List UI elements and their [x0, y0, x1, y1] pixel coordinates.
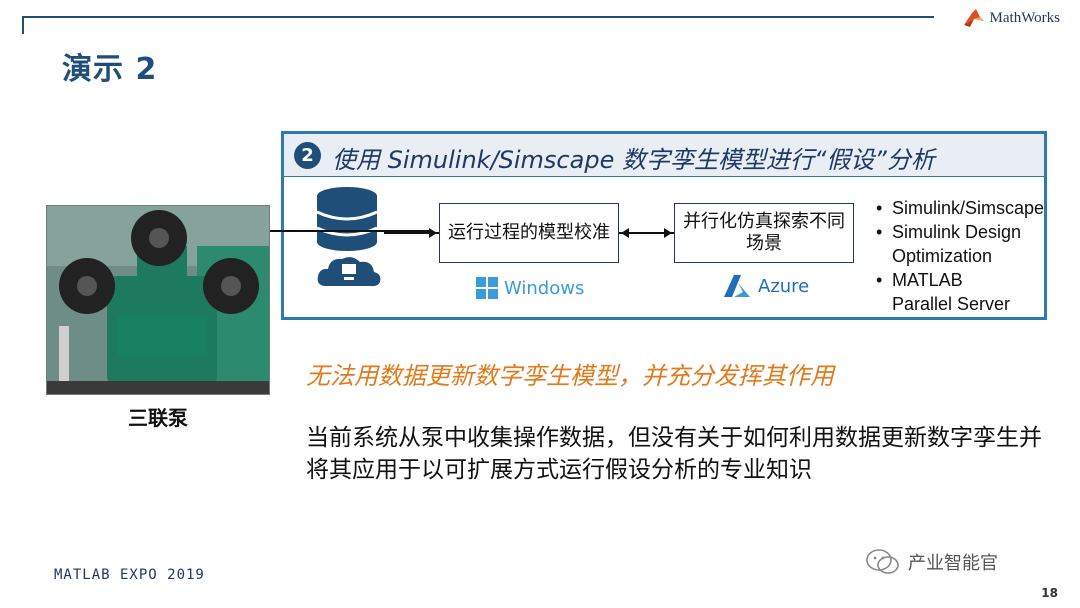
highlight-text: 无法用数据更新数字孪生模型，并充分发挥其作用 [306, 356, 834, 391]
product-list: •Simulink/Simscape •Simulink Design Opti… [876, 196, 1044, 316]
membrane-logo-icon [962, 7, 986, 29]
photo-connector [270, 229, 430, 233]
logo-text: MathWorks [990, 10, 1060, 27]
list-item: •Simulink/Simscape [876, 196, 1044, 220]
azure-label: Azure [758, 276, 809, 297]
watermark: 产业智能官 [866, 548, 998, 576]
azure-icon [724, 275, 750, 297]
header-rule [22, 16, 934, 18]
wechat-icon [866, 548, 900, 576]
list-item: •Simulink Design Optimization [876, 220, 1044, 268]
list-item: •MATLAB Parallel Server [876, 268, 1044, 316]
watermark-text: 产业智能官 [908, 549, 998, 575]
windows-icon [476, 277, 498, 299]
header-rule-left [22, 16, 24, 34]
windows-badge: Windows [476, 277, 584, 299]
photo-caption: 三联泵 [128, 402, 188, 431]
page-title: 演示 2 [62, 44, 157, 88]
description-text: 当前系统从泵中收集操作数据，但没有关于如何利用数据更新数字孪生并将其应用于以可扩… [306, 422, 1046, 486]
footer-event: MATLAB EXPO 2019 [54, 567, 205, 583]
triplex-pump-image [47, 206, 270, 395]
workflow-panel: 2 使用 Simulink/Simscape 数字孪生模型进行“假设”分析 运行… [281, 131, 1047, 320]
windows-label: Windows [504, 278, 584, 299]
azure-badge: Azure [724, 275, 809, 297]
mathworks-logo: MathWorks [962, 4, 1060, 32]
pump-photo [46, 205, 270, 395]
page-number: 18 [1041, 586, 1058, 600]
